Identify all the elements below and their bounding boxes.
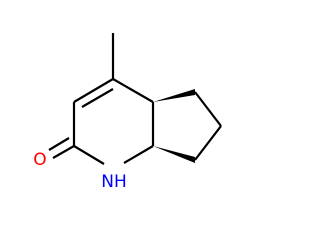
structure-canvas: O NH [33, 33, 222, 192]
nitrogen-atom-label: NH [101, 172, 127, 192]
carbonyl-bond-outer [52, 145, 75, 159]
bond-c6-c7 [194, 125, 222, 161]
molecule-diagram: O NH [33, 33, 222, 192]
bond-c2-n1 [73, 145, 105, 165]
wedge-bond-c7a-c7 [153, 146, 195, 163]
bond-c4-c3-double-inner [81, 88, 114, 108]
bond-c5-c6 [194, 91, 222, 127]
bond-c4-c3-double-outer [73, 78, 114, 103]
oxygen-atom-label: O [33, 150, 46, 170]
carbonyl-bond-inner [48, 137, 70, 151]
bond-c4-c4a [112, 78, 154, 103]
wedge-bond-c4a-c5 [153, 89, 195, 102]
bond-n1-c7a [123, 145, 154, 164]
